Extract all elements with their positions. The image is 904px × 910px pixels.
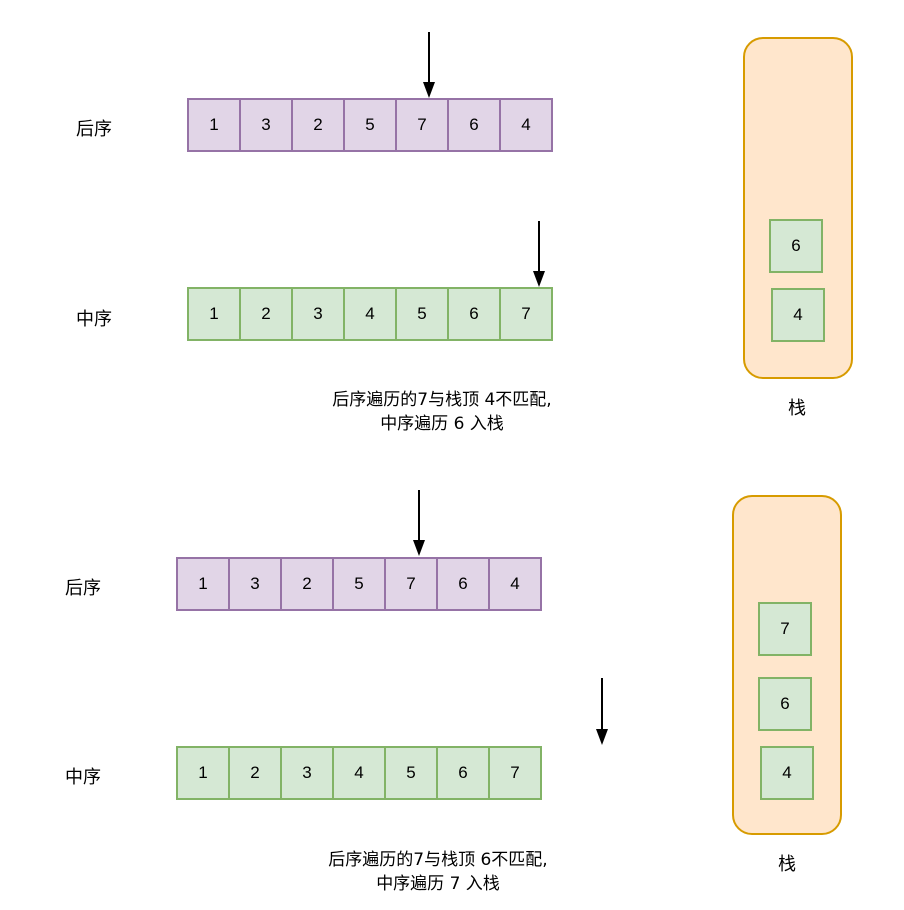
stack-item: 4 (771, 288, 825, 342)
stack-caption: 栈 (788, 398, 806, 419)
inorder-cell: 7 (488, 746, 542, 800)
step-note-line: 后序遍历的7与栈顶 4不匹配, (332, 390, 552, 410)
postorder-array: 1 3 2 5 7 6 4 (187, 98, 553, 152)
step-panel-2: 后序 1 3 2 5 7 6 4 中序 1 2 3 4 5 6 7 后序遍历的7… (65, 490, 842, 894)
inorder-cell: 2 (239, 287, 293, 341)
postorder-cell: 2 (280, 557, 334, 611)
postorder-cell: 6 (436, 557, 490, 611)
postorder-cell: 3 (239, 98, 293, 152)
step-note-line: 中序遍历 6 入栈 (380, 414, 504, 434)
inorder-cell: 4 (332, 746, 386, 800)
postorder-cell: 7 (384, 557, 438, 611)
inorder-cell: 2 (228, 746, 282, 800)
inorder-cell: 1 (176, 746, 230, 800)
inorder-cell: 5 (384, 746, 438, 800)
stack-item: 6 (758, 677, 812, 731)
step-note-line: 后序遍历的7与栈顶 6不匹配, (328, 850, 548, 870)
stack-caption: 栈 (778, 854, 796, 875)
stack-item: 4 (760, 746, 814, 800)
postorder-array: 1 3 2 5 7 6 4 (176, 557, 542, 611)
inorder-cell: 3 (291, 287, 345, 341)
postorder-cell: 4 (488, 557, 542, 611)
inorder-label: 中序 (65, 767, 101, 788)
step-panel-1: 后序 1 3 2 5 7 6 4 中序 1 2 3 4 5 6 7 后序遍历的7… (76, 32, 853, 436)
postorder-cell: 5 (332, 557, 386, 611)
stack-container: 6 4 (743, 37, 853, 379)
inorder-cell: 5 (395, 287, 449, 341)
stack-item: 7 (758, 602, 812, 656)
postorder-cell: 3 (228, 557, 282, 611)
inorder-pointer-arrow (533, 221, 545, 287)
postorder-pointer-arrow (423, 32, 435, 98)
inorder-array: 1 2 3 4 5 6 7 (187, 287, 553, 341)
inorder-pointer-arrow (596, 678, 608, 745)
inorder-cell: 7 (499, 287, 553, 341)
postorder-cell: 1 (176, 557, 230, 611)
postorder-label: 后序 (65, 578, 101, 599)
inorder-cell: 1 (187, 287, 241, 341)
step-note-line: 中序遍历 7 入栈 (376, 874, 500, 894)
stack-container: 7 6 4 (732, 495, 842, 835)
postorder-label: 后序 (76, 119, 112, 140)
inorder-array: 1 2 3 4 5 6 7 (176, 746, 542, 800)
step-note: 后序遍历的7与栈顶 4不匹配, 中序遍历 6 入栈 (272, 388, 612, 436)
postorder-cell: 4 (499, 98, 553, 152)
inorder-cell: 6 (436, 746, 490, 800)
postorder-cell: 1 (187, 98, 241, 152)
step-note: 后序遍历的7与栈顶 6不匹配, 中序遍历 7 入栈 (268, 848, 608, 896)
postorder-pointer-arrow (413, 490, 425, 556)
inorder-label: 中序 (76, 309, 112, 330)
stack-item: 6 (769, 219, 823, 273)
postorder-cell: 7 (395, 98, 449, 152)
inorder-cell: 3 (280, 746, 334, 800)
